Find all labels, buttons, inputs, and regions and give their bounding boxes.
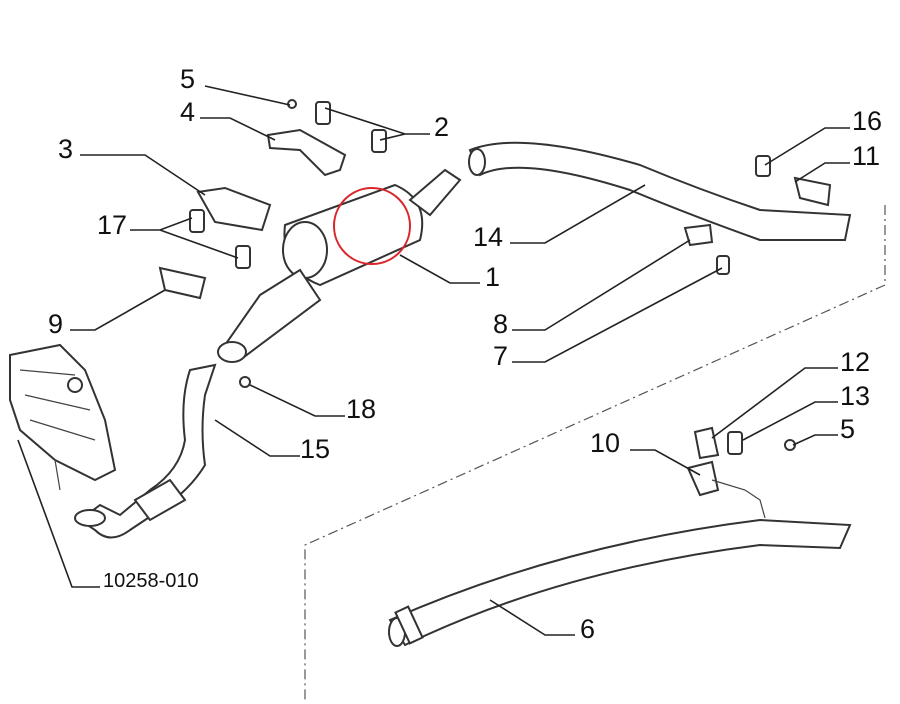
part-10-hanger-bracket[interactable]	[686, 460, 766, 519]
part-2-rubber-mount[interactable]	[315, 101, 331, 125]
part-7-rubber-mount[interactable]	[716, 255, 730, 275]
label-4: 4	[180, 97, 195, 127]
part-16-rubber-mount[interactable]	[755, 155, 771, 177]
part-11-bracket[interactable]	[793, 176, 832, 207]
part-4-bracket[interactable]	[266, 128, 347, 177]
part-6-tail-pipe[interactable]	[388, 518, 852, 647]
label-8: 8	[493, 309, 508, 339]
diagram-code: 10258-010	[103, 570, 199, 592]
label-6: 6	[580, 614, 595, 644]
leader-lines	[17, 85, 850, 636]
label-17: 17	[97, 210, 127, 240]
part-8-bracket[interactable]	[683, 223, 714, 247]
part-13-rubber-mount[interactable]	[727, 431, 743, 455]
label-5b: 5	[840, 414, 855, 444]
label-16: 16	[852, 106, 882, 136]
group-boundary	[304, 205, 886, 700]
part-9-bracket[interactable]	[158, 266, 207, 300]
highlight-circle	[333, 187, 411, 265]
label-18: 18	[346, 394, 376, 424]
label-2: 2	[434, 112, 449, 142]
label-9: 9	[48, 309, 63, 339]
part-3-bracket[interactable]	[196, 186, 272, 232]
part-2-rubber-mount[interactable]	[371, 129, 387, 153]
label-7: 7	[493, 341, 508, 371]
label-10: 10	[590, 428, 620, 458]
label-13: 13	[840, 381, 870, 411]
part-17-rubber-mount[interactable]	[235, 245, 251, 269]
label-5: 5	[180, 64, 195, 94]
label-11: 11	[852, 141, 880, 171]
label-14: 14	[473, 222, 503, 252]
part-5-bolt[interactable]	[287, 99, 297, 109]
part-18-nut[interactable]	[239, 376, 251, 388]
part-17-rubber-mount[interactable]	[189, 209, 205, 233]
part-14-rear-pipe[interactable]	[468, 141, 852, 241]
label-3: 3	[58, 134, 73, 164]
label-1: 1	[485, 262, 500, 292]
engine-manifold	[9, 343, 117, 491]
part-12-bracket[interactable]	[693, 426, 720, 460]
label-12: 12	[840, 347, 870, 377]
label-15: 15	[300, 434, 330, 464]
part-1-muffler[interactable]	[217, 168, 462, 363]
part-5-bolt[interactable]	[784, 439, 796, 451]
part-15-front-pipe[interactable]	[74, 363, 217, 539]
